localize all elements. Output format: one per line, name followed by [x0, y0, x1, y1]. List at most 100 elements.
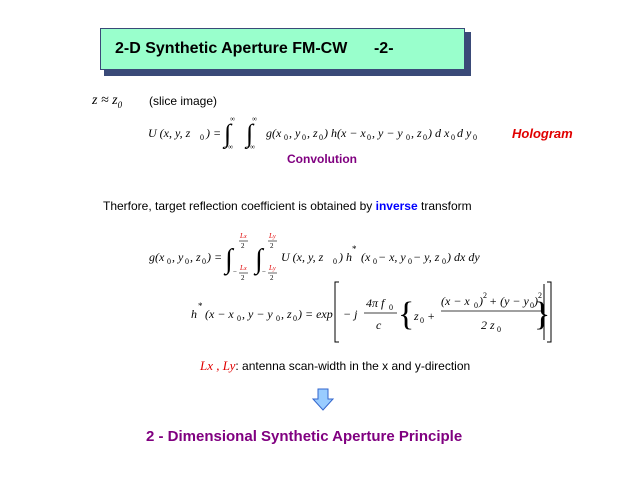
- inverse-keyword: inverse: [375, 199, 418, 213]
- svg-text:(x − x: (x − x: [441, 294, 470, 308]
- svg-text:y: y: [272, 266, 276, 272]
- svg-text:2: 2: [241, 242, 245, 250]
- svg-text:, z: , z: [281, 307, 292, 321]
- svg-text:∫: ∫: [244, 119, 255, 149]
- slice-condition: z ≈ z0: [92, 93, 123, 110]
- svg-text:, y: , y: [172, 250, 184, 264]
- title-box: 2-D Synthetic Aperture FM-CW -2-: [100, 28, 465, 70]
- svg-text:0: 0: [474, 301, 478, 310]
- svg-text:∞: ∞: [252, 115, 257, 123]
- therefore-sentence: Therfore, target reflection coefficient …: [103, 199, 472, 213]
- svg-text:d y: d y: [457, 126, 472, 140]
- svg-text:0: 0: [408, 257, 412, 266]
- svg-text:+ (y − y: + (y − y: [489, 294, 530, 308]
- svg-text:y: y: [272, 234, 276, 240]
- svg-text:g(x: g(x: [266, 126, 282, 140]
- svg-text:0: 0: [167, 257, 171, 266]
- scan-width-vars: Lx , Ly: [200, 358, 236, 373]
- svg-text:L: L: [268, 232, 273, 240]
- svg-text:}: }: [534, 296, 550, 333]
- svg-text:∫: ∫: [253, 244, 265, 276]
- svg-text:0: 0: [185, 257, 189, 266]
- svg-text:) =: ) =: [205, 126, 221, 140]
- svg-text:0: 0: [319, 133, 323, 142]
- scan-width-note: Lx , Ly: antenna scan-width in the x and…: [200, 358, 471, 373]
- svg-text:−: −: [262, 268, 266, 276]
- svg-text:) dx dy: ) dx dy: [446, 250, 480, 264]
- svg-text:0: 0: [333, 257, 337, 266]
- svg-text:+: +: [427, 309, 435, 323]
- svg-text:(x: (x: [361, 250, 371, 264]
- svg-text:−∞: −∞: [246, 143, 255, 151]
- svg-text:2 z: 2 z: [481, 318, 495, 332]
- svg-text:, z: , z: [190, 250, 201, 264]
- svg-text:4π f: 4π f: [366, 296, 386, 310]
- svg-text:h: h: [191, 307, 197, 321]
- svg-text:0: 0: [451, 133, 455, 142]
- svg-text:− j: − j: [343, 307, 358, 321]
- svg-text:*: *: [352, 244, 357, 254]
- svg-text:): ): [478, 294, 483, 308]
- svg-text:2: 2: [270, 242, 274, 250]
- svg-text:x: x: [243, 266, 247, 272]
- svg-text:0: 0: [389, 303, 393, 312]
- svg-text:0: 0: [284, 133, 288, 142]
- svg-text:c: c: [376, 318, 382, 332]
- svg-text:): ): [533, 294, 538, 308]
- svg-text:∫: ∫: [222, 119, 233, 149]
- svg-text:z: z: [413, 309, 419, 323]
- svg-text:2: 2: [270, 274, 274, 282]
- svg-text:*: *: [198, 301, 203, 311]
- svg-text:, y − y: , y − y: [372, 126, 403, 140]
- svg-text:0: 0: [473, 133, 477, 142]
- convolution-equation: U (x, y, z 0 ) = ∫ ∞ −∞ ∫ ∞ −∞ g(x 0 , y…: [148, 115, 477, 151]
- svg-text:L: L: [239, 264, 244, 272]
- svg-text:{: {: [398, 296, 414, 333]
- inverse-transform-equation: g(x 0 , y 0 , z 0 ) = ∫ L x 2 − L x 2 ∫ …: [149, 232, 480, 282]
- svg-text:L: L: [239, 232, 244, 240]
- svg-text:0: 0: [302, 133, 306, 142]
- slice-label: (slice image): [149, 94, 218, 108]
- svg-text:U (x, y, z: U (x, y, z: [281, 250, 324, 264]
- svg-text:0: 0: [442, 257, 446, 266]
- svg-text:) h(x − x: ) h(x − x: [323, 126, 366, 140]
- svg-text:0: 0: [373, 257, 377, 266]
- svg-text:0: 0: [367, 133, 371, 142]
- svg-text:U (x, y, z: U (x, y, z: [148, 126, 191, 140]
- svg-text:0: 0: [497, 325, 501, 334]
- svg-text:, z: , z: [307, 126, 318, 140]
- svg-text:0: 0: [406, 133, 410, 142]
- svg-text:0: 0: [420, 316, 424, 325]
- svg-text:, z: , z: [411, 126, 422, 140]
- slide-title: 2-D Synthetic Aperture FM-CW -2-: [115, 40, 394, 57]
- svg-text:−∞: −∞: [224, 143, 233, 151]
- convolution-label: Convolution: [287, 152, 357, 166]
- svg-text:2: 2: [538, 291, 542, 300]
- svg-text:g(x: g(x: [149, 250, 165, 264]
- svg-text:L: L: [268, 264, 273, 272]
- svg-text:∫: ∫: [223, 244, 235, 276]
- svg-text:x: x: [243, 234, 247, 240]
- svg-text:(x − x: (x − x: [205, 307, 234, 321]
- svg-text:− y, z: − y, z: [413, 250, 440, 264]
- svg-text:0: 0: [293, 314, 297, 323]
- svg-text:) d x: ) d x: [427, 126, 450, 140]
- hologram-kernel-equation: h * (x − x 0 , y − y 0 , z 0 ) = exp − j…: [191, 281, 552, 343]
- svg-text:0: 0: [530, 301, 534, 310]
- svg-text:0: 0: [202, 257, 206, 266]
- svg-text:) = exp: ) = exp: [297, 307, 333, 321]
- svg-text:0: 0: [200, 133, 204, 142]
- svg-text:2: 2: [241, 274, 245, 282]
- svg-text:0: 0: [276, 314, 280, 323]
- svg-text:) =: ) =: [206, 250, 222, 264]
- svg-text:0: 0: [237, 314, 241, 323]
- hologram-label: Hologram: [512, 126, 573, 141]
- down-arrow-icon: [311, 388, 335, 411]
- svg-text:− x, y: − x, y: [378, 250, 406, 264]
- svg-text:) h: ) h: [338, 250, 352, 264]
- svg-text:∞: ∞: [230, 115, 235, 123]
- svg-text:, y: , y: [289, 126, 301, 140]
- svg-text:−: −: [233, 268, 237, 276]
- footer-caption: 2 - Dimensional Synthetic Aperture Princ…: [146, 428, 463, 445]
- svg-text:2: 2: [483, 291, 487, 300]
